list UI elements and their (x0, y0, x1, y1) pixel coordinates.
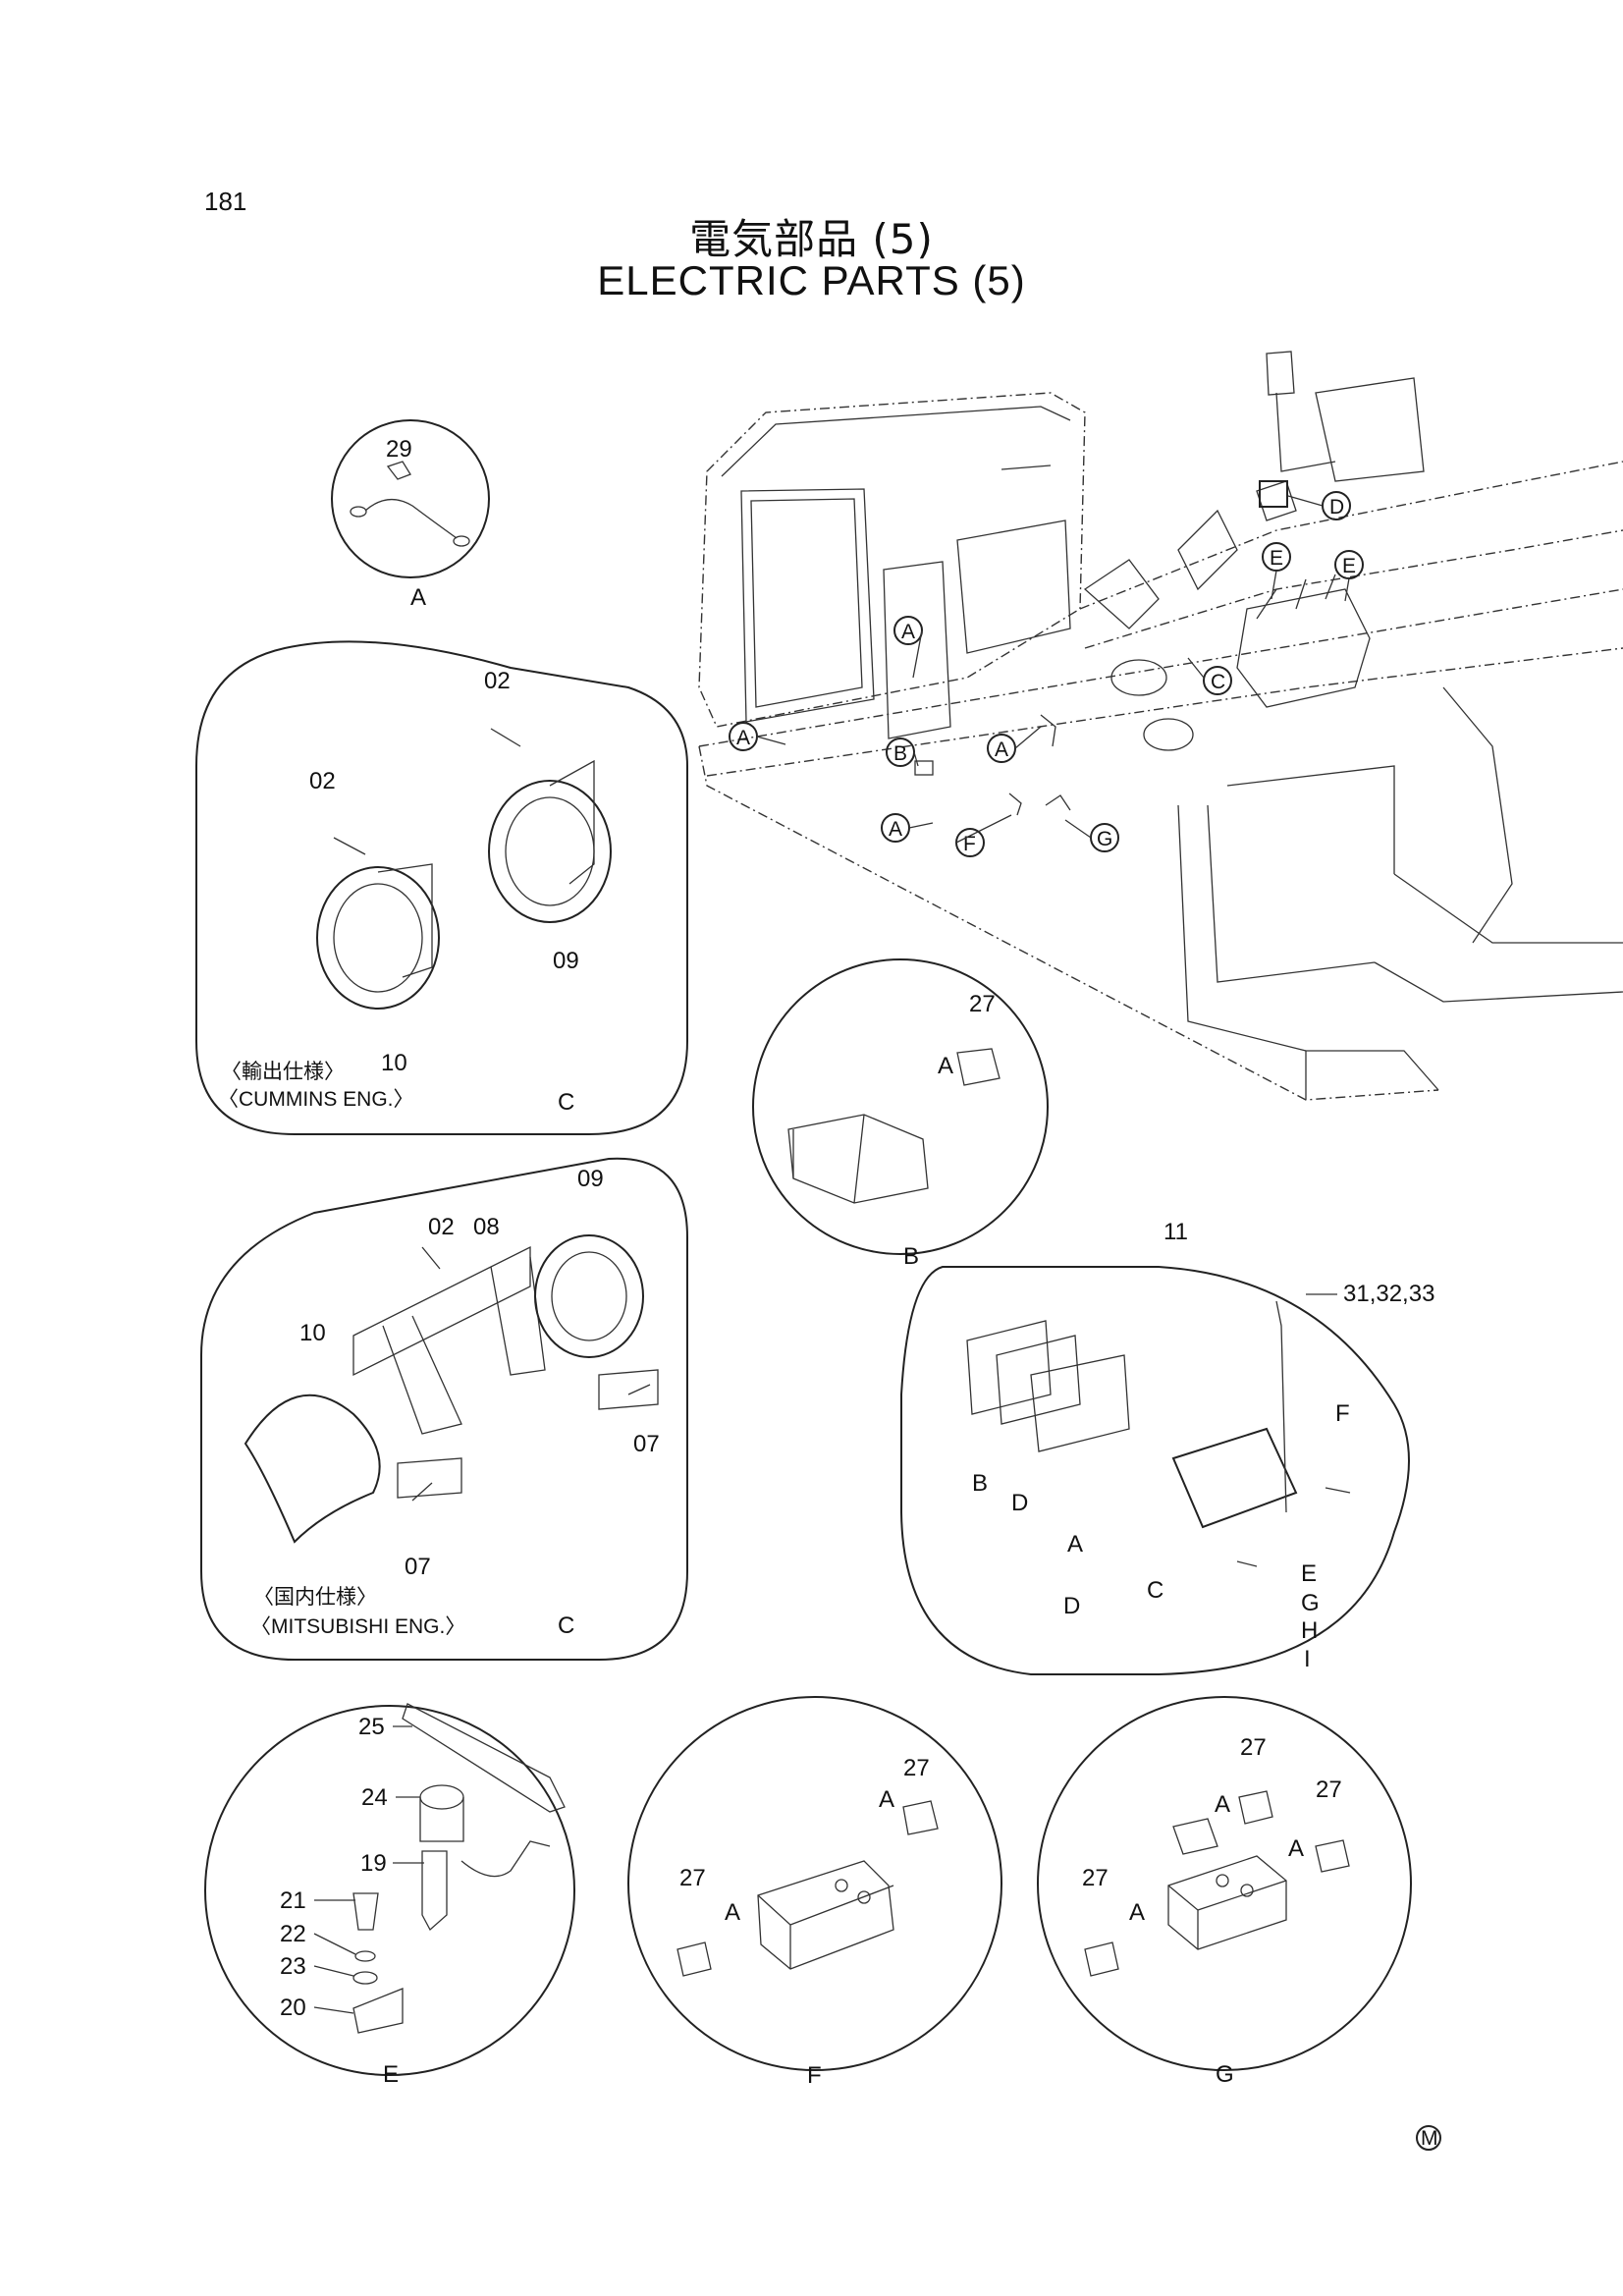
detail-a-part-29: 29 (386, 436, 412, 463)
detail-d-sub-b: B (972, 1470, 988, 1497)
detail-g-part-27-left: 27 (1082, 1865, 1109, 1891)
detail-d-sub-g: G (1301, 1590, 1320, 1616)
machine-callout-d: D (1329, 496, 1344, 519)
detail-c1-note-en: 〈CUMMINS ENG.〉 (218, 1088, 414, 1111)
detail-c2-part-08: 08 (473, 1214, 500, 1240)
detail-c1-letter: C (558, 1089, 574, 1116)
machine-callout-b: B (893, 742, 907, 765)
detail-g-part-27-right: 27 (1316, 1777, 1342, 1803)
detail-g-sub-a-top: A (1215, 1791, 1230, 1818)
detail-f-part-27-lower: 27 (679, 1865, 706, 1891)
detail-f-sub-a-upper: A (879, 1786, 894, 1813)
detail-a-letter: A (410, 584, 426, 611)
detail-c2-part-10: 10 (299, 1320, 326, 1346)
detail-b-part-27: 27 (969, 991, 996, 1017)
detail-f-letter: F (807, 2062, 822, 2089)
detail-c-cummins: 02 02 09 10 〈輸出仕様〉 〈CUMMINS ENG.〉 C (195, 640, 688, 1135)
detail-e-part-21: 21 (280, 1887, 306, 1914)
detail-f-sub-a-lower: A (725, 1899, 740, 1926)
detail-e: 25 24 19 21 22 23 20 E (204, 1703, 575, 2088)
detail-c2-note-ja: 〈国内仕様〉 (253, 1586, 377, 1609)
detail-g-sub-a-right: A (1288, 1835, 1304, 1862)
machine-callout-f: F (963, 833, 976, 855)
detail-b-letter: B (903, 1243, 919, 1270)
footer-mark-letter: M (1421, 2127, 1438, 2150)
detail-c1-part-10: 10 (381, 1050, 407, 1076)
detail-c2-part-07-right: 07 (633, 1431, 660, 1457)
detail-g: 27 27 27 A A A G (1037, 1696, 1412, 2088)
machine-callout-e-2: E (1342, 555, 1356, 577)
machine-callout-a-2: A (736, 727, 750, 749)
detail-e-part-24: 24 (361, 1784, 388, 1811)
title-english: ELECTRIC PARTS (5) (597, 257, 1026, 303)
detail-g-letter: G (1216, 2061, 1234, 2088)
machine-callout-a-3: A (995, 738, 1008, 761)
detail-c1-part-09: 09 (553, 948, 579, 974)
detail-d-sub-h: H (1301, 1617, 1318, 1644)
detail-e-part-22: 22 (280, 1921, 306, 1947)
detail-f: 27 27 A A F (627, 1696, 1002, 2089)
detail-c2-part-02: 02 (428, 1214, 455, 1240)
detail-g-sub-a-left: A (1129, 1899, 1145, 1926)
detail-e-part-19: 19 (360, 1850, 387, 1877)
detail-e-part-23: 23 (280, 1953, 306, 1980)
machine-callout-a-1: A (901, 621, 915, 643)
detail-d-sub-i: I (1304, 1646, 1311, 1672)
detail-c1-part-02-top: 02 (484, 668, 511, 694)
detail-g-part-27-top: 27 (1240, 1734, 1267, 1761)
detail-c2-part-09: 09 (577, 1166, 604, 1192)
detail-e-part-20: 20 (280, 1995, 306, 2021)
page-number: 181 (204, 187, 247, 216)
machine-callout-a-4: A (889, 818, 902, 841)
detail-d-part-31-32-33: 31,32,33 (1343, 1281, 1434, 1307)
footer-mark: M (1416, 2125, 1441, 2151)
detail-e-part-25: 25 (358, 1714, 385, 1740)
detail-d-sub-a: A (1067, 1531, 1083, 1558)
machine-callout-c: C (1211, 671, 1225, 693)
detail-a: 29 A (331, 419, 490, 611)
detail-c2-part-07-bottom: 07 (405, 1554, 431, 1580)
detail-b: 27 A B (752, 958, 1049, 1270)
machine-callout-g: G (1097, 828, 1112, 850)
machine-overview: A A A A B C D E E F G (698, 351, 1623, 1101)
detail-d-sub-e: E (1301, 1560, 1317, 1587)
detail-f-part-27-upper: 27 (903, 1755, 930, 1781)
detail-c1-note-ja: 〈輸出仕様〉 (221, 1061, 345, 1083)
detail-e-letter: E (383, 2061, 399, 2088)
detail-c1-part-02-left: 02 (309, 768, 336, 794)
detail-b-sub-a: A (938, 1053, 953, 1079)
title-japanese: 電気部品 (5) (689, 215, 934, 263)
detail-c-mitsubishi: 02 08 09 10 07 07 〈国内仕様〉 〈MITSUBISHI ENG… (200, 1157, 688, 1661)
machine-callout-e-1: E (1270, 547, 1283, 570)
detail-d-letter: D (1063, 1593, 1080, 1619)
detail-c2-note-en: 〈MITSUBISHI ENG.〉 (250, 1615, 465, 1638)
detail-d: 11 31,32,33 B D A C F E G H I D (900, 1219, 1434, 1675)
detail-d-sub-d: D (1011, 1490, 1028, 1516)
detail-c2-letter: C (558, 1613, 574, 1639)
detail-d-part-11: 11 (1163, 1219, 1188, 1245)
detail-d-sub-f: F (1335, 1400, 1350, 1427)
detail-d-sub-c: C (1147, 1577, 1163, 1604)
